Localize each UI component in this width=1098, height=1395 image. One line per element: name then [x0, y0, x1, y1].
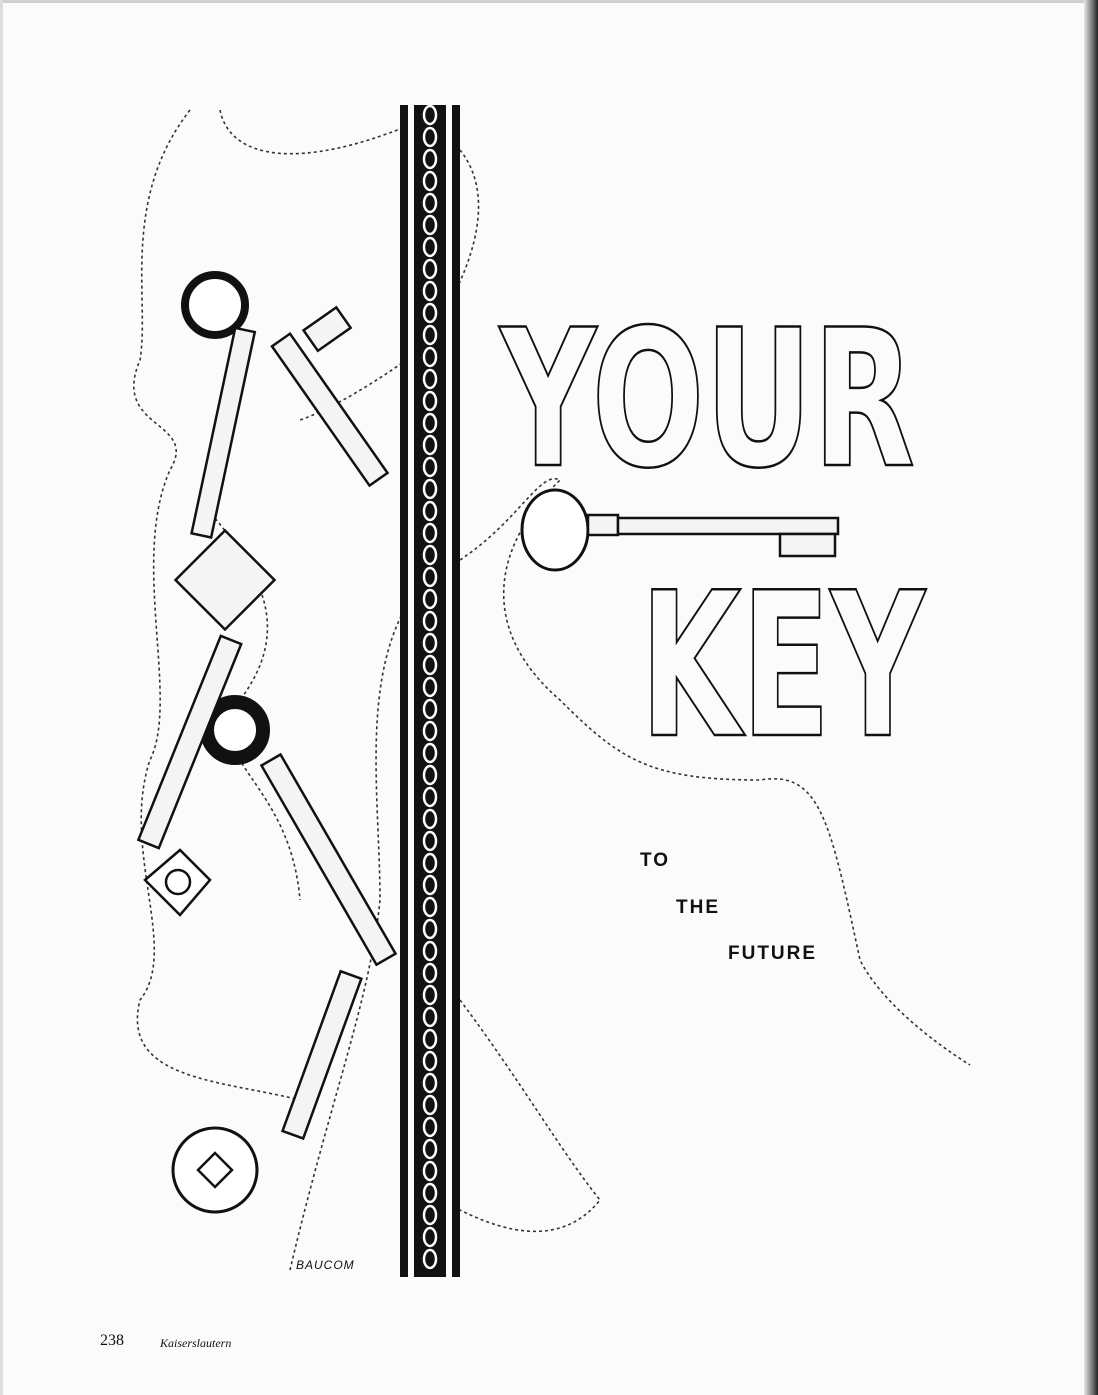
key-icon [173, 271, 277, 632]
subtitle-the: THE [676, 897, 720, 918]
chain-link [422, 258, 438, 280]
chain-link [422, 280, 438, 302]
chain-link [422, 786, 438, 808]
page-binding-shadow [1084, 0, 1098, 1395]
keys [136, 271, 840, 1214]
chain-link [422, 170, 438, 192]
chain-link [422, 1050, 438, 1072]
key-icon [270, 305, 390, 488]
chain-link [422, 236, 438, 258]
chain-link [422, 896, 438, 918]
chain-link [422, 830, 438, 852]
chain-link [422, 698, 438, 720]
chain-link [422, 148, 438, 170]
chain-link [422, 214, 438, 236]
chain-link [422, 192, 438, 214]
chain-link [422, 1072, 438, 1094]
chain-link [422, 632, 438, 654]
chain-link [422, 918, 438, 940]
chain-link [422, 588, 438, 610]
chain-link [422, 874, 438, 896]
chain-link [422, 1116, 438, 1138]
chain-link [422, 1006, 438, 1028]
page-edge-left [0, 0, 3, 1395]
chain-link [422, 962, 438, 984]
headline-your: YOUR [499, 289, 915, 510]
chain-link [422, 742, 438, 764]
chain-link [422, 566, 438, 588]
page-edge-top [0, 0, 1098, 3]
chain-link [422, 500, 438, 522]
chain-link [422, 1160, 438, 1182]
chain-link [422, 434, 438, 456]
chain-link [422, 1094, 438, 1116]
chain-link [422, 302, 438, 324]
chain-link [422, 676, 438, 698]
page-number: 238 [100, 1332, 124, 1349]
subtitle-future: FUTURE [728, 943, 818, 964]
key-icon [171, 969, 363, 1214]
chain-link [422, 1226, 438, 1248]
chain-link [422, 522, 438, 544]
subtitle-to: TO [640, 850, 671, 871]
key-icon [136, 634, 270, 917]
artist-signature: BAUCOM [296, 1258, 355, 1272]
chain-link [422, 1248, 438, 1270]
headline-key: KEY [640, 550, 926, 783]
chain-link [422, 1028, 438, 1050]
chain-link [422, 126, 438, 148]
chain-link [422, 852, 438, 874]
chain-link [422, 610, 438, 632]
chain-link [422, 368, 438, 390]
chain-link [422, 764, 438, 786]
chain-link [422, 1182, 438, 1204]
publication-name: Kaiserslautern [160, 1336, 232, 1350]
chain-bar [400, 104, 460, 1277]
chain-link [422, 544, 438, 566]
chain-link [422, 390, 438, 412]
chain-link [422, 720, 438, 742]
chain-link [422, 808, 438, 830]
chain-link [422, 456, 438, 478]
chain-link [422, 412, 438, 434]
chain-link [422, 1138, 438, 1160]
key-icon [259, 752, 398, 967]
chain-link [422, 940, 438, 962]
chain-link [422, 324, 438, 346]
chain-link [422, 478, 438, 500]
chain-link [422, 1204, 438, 1226]
chain-link [422, 654, 438, 676]
key-icon [520, 488, 840, 572]
chain-link [422, 346, 438, 368]
chain-link [422, 984, 438, 1006]
chain-link [422, 104, 438, 126]
